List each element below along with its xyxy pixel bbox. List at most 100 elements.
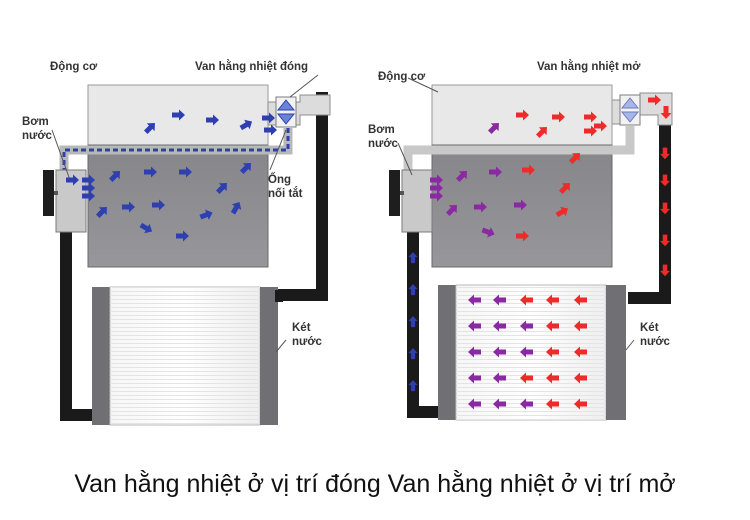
flow-arrow-icon: [574, 294, 587, 306]
left-engine-label: Động cơ: [50, 61, 98, 73]
flow-arrow-icon: [520, 320, 533, 332]
flow-arrow-icon: [206, 114, 219, 126]
flow-arrow-icon: [660, 202, 670, 215]
flow-arrow-icon: [430, 190, 443, 202]
flow-arrow-icon: [660, 174, 670, 187]
flow-arrow-icon: [546, 346, 559, 358]
right-engine-label: Động cơ: [378, 71, 426, 83]
flow-arrow-icon: [520, 398, 533, 410]
flow-arrow-icon: [66, 174, 79, 186]
flow-arrow-icon: [408, 348, 418, 360]
right-thermostat-label: Van hằng nhiệt mở: [537, 60, 641, 73]
flow-arrow-icon: [493, 398, 506, 410]
flow-arrow-icon: [574, 398, 587, 410]
flow-arrow-icon: [522, 164, 535, 176]
flow-arrow-icon: [122, 201, 135, 213]
flow-arrow-icon: [584, 125, 597, 137]
flow-arrow-icon: [108, 171, 120, 183]
flow-arrow-icon: [152, 199, 165, 211]
flow-arrow-icon: [552, 111, 565, 123]
flow-arrow-icon: [594, 120, 607, 132]
cooling-system-diagram: Động cơ Van hằng nhiệt đóng Bơm nước Ống…: [22, 60, 673, 426]
flow-arrow-icon: [487, 123, 499, 135]
right-thermostat-housing: [619, 94, 641, 126]
flow-arrow-icon: [172, 109, 185, 121]
flow-arrow-icon: [520, 372, 533, 384]
flow-arrow-icon: [179, 166, 192, 178]
left-thermostat-housing: [275, 96, 297, 128]
flow-arrow-icon: [82, 182, 95, 194]
left-radiator-tank-right: [260, 287, 278, 425]
flow-arrow-icon: [493, 294, 506, 306]
right-bypass-pipe: [403, 126, 635, 185]
right-pump-label-line1: Bơm: [368, 124, 395, 136]
flow-arrow-icon: [468, 398, 481, 410]
flow-arrow-icon: [514, 199, 527, 211]
flow-arrow-icon: [574, 372, 587, 384]
flow-arrow-icon: [516, 109, 529, 121]
right-pump-body: [401, 169, 433, 233]
flow-arrow-icon: [516, 230, 529, 242]
left-radiator-tank-left: [92, 287, 110, 425]
left-radiator-label-line1: Két: [292, 322, 311, 334]
left-coolant-flow-arrows: [66, 109, 277, 242]
flow-arrow-icon: [546, 372, 559, 384]
left-outlet-hose: [275, 92, 328, 301]
right-pump-label-line2: nước: [368, 138, 399, 150]
flow-arrow-icon: [199, 209, 213, 220]
flow-arrow-icon: [230, 201, 242, 215]
flow-arrow-icon: [584, 111, 597, 123]
flow-arrow-icon: [660, 147, 670, 160]
right-pump-pulley: [389, 170, 400, 216]
flow-arrow-icon: [82, 190, 95, 202]
flow-arrow-icon: [468, 320, 481, 332]
left-bypass-flow: [62, 128, 290, 185]
flow-arrow-icon: [493, 346, 506, 358]
flow-arrow-icon: [262, 112, 275, 124]
left-thermostat-valve-icon: [276, 99, 296, 125]
flow-arrow-icon: [430, 174, 443, 186]
flow-arrow-icon: [408, 252, 418, 264]
right-radiator-label-line1: Két: [640, 322, 659, 334]
flow-arrow-icon: [574, 320, 587, 332]
flow-arrow-icon: [239, 163, 251, 175]
flow-arrow-icon: [568, 153, 580, 165]
flow-arrow-icon: [445, 205, 457, 217]
flow-arrow-icon: [520, 346, 533, 358]
flow-arrow-icon: [215, 183, 227, 195]
right-panel: Động cơ Van hằng nhiệt mở Bơm nước Két n…: [368, 60, 673, 421]
flow-arrow-icon: [660, 106, 672, 119]
right-radiator-label-line2: nước: [640, 336, 671, 348]
flow-arrow-icon: [264, 124, 277, 136]
flow-arrow-icon: [95, 207, 107, 219]
left-bypass-label-line2: nối tắt: [268, 187, 303, 200]
flow-arrow-icon: [239, 119, 253, 131]
left-engine-block: [87, 144, 269, 268]
left-bypass-label-line1: Ống: [268, 172, 291, 186]
flow-arrow-icon: [468, 372, 481, 384]
flow-arrow-icon: [143, 123, 155, 135]
flow-arrow-icon: [546, 294, 559, 306]
flow-arrow-icon: [408, 380, 418, 392]
flow-arrow-icon: [546, 398, 559, 410]
left-pump-label-line1: Bơm: [22, 116, 49, 128]
flow-arrow-icon: [574, 346, 587, 358]
right-thermostat-valve-icon: [620, 97, 640, 123]
right-radiator-tank-right: [606, 285, 626, 420]
flow-arrow-icon: [474, 201, 487, 213]
flow-arrow-icon: [408, 284, 418, 296]
flow-arrow-icon: [468, 294, 481, 306]
right-radiator-tank-left: [438, 285, 456, 420]
flow-arrow-icon: [430, 182, 443, 194]
left-radiator-label-line2: nước: [292, 336, 323, 348]
flow-arrow-icon: [660, 264, 670, 277]
left-pump-label-line2: nước: [22, 130, 53, 142]
flow-arrow-icon: [481, 227, 495, 238]
flow-arrow-icon: [660, 234, 670, 247]
flow-arrow-icon: [144, 166, 157, 178]
left-panel: Động cơ Van hằng nhiệt đóng Bơm nước Ống…: [22, 60, 331, 426]
flow-arrow-icon: [558, 183, 570, 195]
left-pump-pulley: [43, 170, 54, 216]
flow-arrow-icon: [455, 171, 467, 183]
diagram-caption: Van hằng nhiệt ở vị trí đóng Van hằng nh…: [74, 470, 676, 498]
